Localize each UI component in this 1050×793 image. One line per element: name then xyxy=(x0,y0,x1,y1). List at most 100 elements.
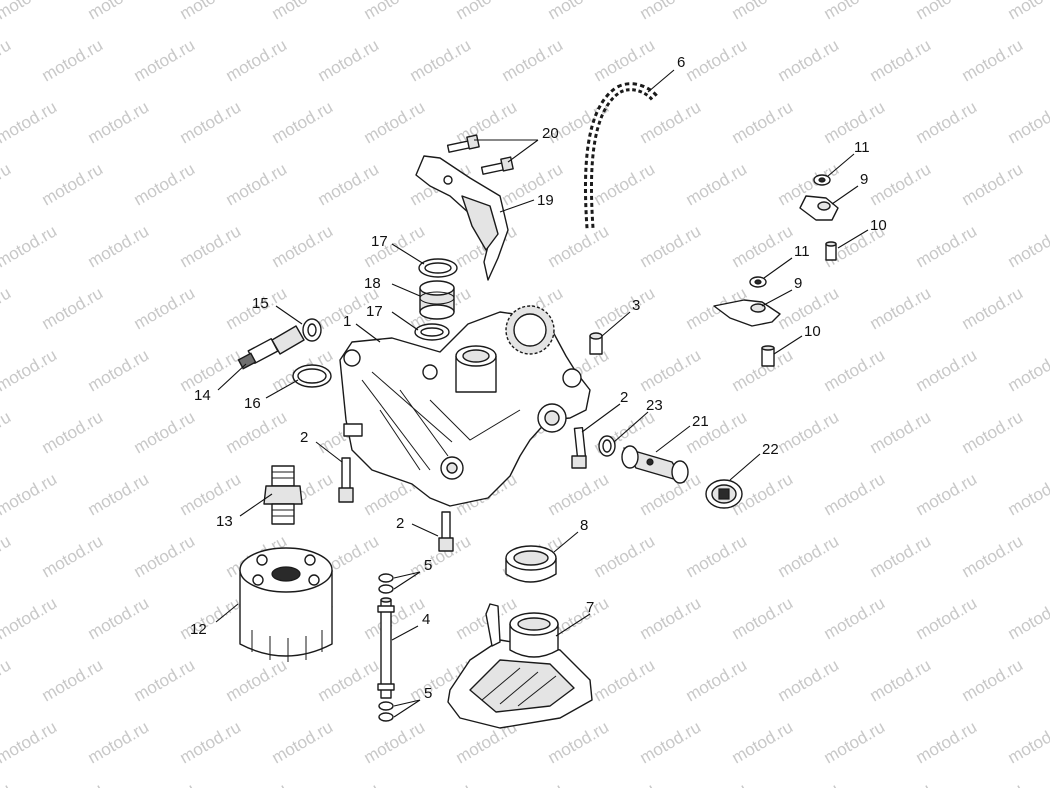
part-22-plug xyxy=(706,480,742,508)
watermark-text: motod.ru xyxy=(85,0,153,23)
watermark-text: motod.ru xyxy=(821,0,889,23)
watermark-text: motod.ru xyxy=(637,593,705,643)
watermark-text: motod.ru xyxy=(821,469,889,519)
watermark-text: motod.ru xyxy=(177,0,245,23)
callout-17-lower: 17 xyxy=(366,303,383,320)
watermark-text: motod.ru xyxy=(407,35,475,85)
watermark-text: motod.ru xyxy=(269,221,337,271)
watermark-text: motod.ru xyxy=(913,221,981,271)
watermark-text: motod.ru xyxy=(223,407,291,457)
watermark-text: motod.ru xyxy=(0,593,60,643)
watermark-text: motod.ru xyxy=(39,779,107,788)
watermark-text: motod.ru xyxy=(1005,469,1050,519)
watermark-text: motod.ru xyxy=(1005,97,1050,147)
callout-9-lower: 9 xyxy=(794,275,802,292)
watermark-text: motod.ru xyxy=(775,655,843,705)
watermark-text: motod.ru xyxy=(39,283,107,333)
watermark-text: motod.ru xyxy=(959,407,1027,457)
watermark-text: motod.ru xyxy=(131,35,199,85)
part-1-pump-housing xyxy=(340,306,590,506)
callout-15: 15 xyxy=(252,295,269,312)
watermark-text: motod.ru xyxy=(959,35,1027,85)
watermark-text: motod.ru xyxy=(39,35,107,85)
watermark-text: motod.ru xyxy=(637,717,705,767)
part-23-oring xyxy=(599,436,615,456)
watermark-text: motod.ru xyxy=(545,0,613,23)
part-10-screw-lower xyxy=(762,346,774,366)
watermark-text: motod.ru xyxy=(913,0,981,23)
watermark-text: motod.ru xyxy=(177,221,245,271)
watermark-text: motod.ru xyxy=(0,779,14,788)
part-2-bolt-left xyxy=(339,458,353,502)
part-17-oring-lower xyxy=(415,324,449,340)
callout-9-upper: 9 xyxy=(860,171,868,188)
watermark-text: motod.ru xyxy=(913,97,981,147)
watermark-text: motod.ru xyxy=(223,779,291,788)
watermark-text: motod.ru xyxy=(361,593,429,643)
part-9-bracket-upper xyxy=(800,196,838,220)
watermark-text: motod.ru xyxy=(913,345,981,395)
watermark-text: motod.ru xyxy=(729,0,797,23)
watermark-text: motod.ru xyxy=(223,159,291,209)
part-5-washers-upper xyxy=(379,574,393,593)
part-11-washer-upper xyxy=(814,175,830,185)
callout-23: 23 xyxy=(646,397,663,414)
watermark-text: motod.ru xyxy=(867,531,935,581)
callout-10-lower: 10 xyxy=(804,323,821,340)
watermark-text: motod.ru xyxy=(315,35,383,85)
callout-2-right: 2 xyxy=(620,389,628,406)
watermark-text: motod.ru xyxy=(959,531,1027,581)
watermark-text: motod.ru xyxy=(0,97,60,147)
callout-10-upper: 10 xyxy=(870,217,887,234)
watermark-text: motod.ru xyxy=(591,531,659,581)
callout-21: 21 xyxy=(692,413,709,430)
watermark-text: motod.ru xyxy=(821,345,889,395)
callout-6: 6 xyxy=(677,54,685,71)
watermark-text: motod.ru xyxy=(177,717,245,767)
callout-1: 1 xyxy=(343,313,351,330)
watermark-text: motod.ru xyxy=(683,159,751,209)
watermark-text: motod.ru xyxy=(269,97,337,147)
watermark-text: motod.ru xyxy=(1005,345,1050,395)
part-4-tube xyxy=(378,598,394,698)
watermark-text: motod.ru xyxy=(867,407,935,457)
watermark-text: motod.ru xyxy=(775,407,843,457)
part-18-sleeve xyxy=(420,281,454,319)
watermark-text: motod.ru xyxy=(361,717,429,767)
callout-17-upper: 17 xyxy=(371,233,388,250)
watermark-text: motod.ru xyxy=(0,469,60,519)
watermark-text: motod.ru xyxy=(85,97,153,147)
watermark-text: motod.ru xyxy=(131,407,199,457)
watermark-text: motod.ru xyxy=(177,469,245,519)
callout-2-center: 2 xyxy=(396,515,404,532)
watermark-text: motod.ru xyxy=(959,283,1027,333)
watermark-text: motod.ru xyxy=(959,655,1027,705)
part-17-oring-upper xyxy=(419,259,457,277)
watermark-text: motod.ru xyxy=(177,97,245,147)
watermark-text: motod.ru xyxy=(591,283,659,333)
watermark-text: motod.ru xyxy=(913,469,981,519)
watermark-text: motod.ru xyxy=(131,283,199,333)
part-16-oring xyxy=(293,365,331,387)
watermark-text: motod.ru xyxy=(591,655,659,705)
watermark-text: motod.ru xyxy=(85,717,153,767)
watermark-text: motod.ru xyxy=(637,0,705,23)
part-10-screw-upper xyxy=(826,242,836,260)
watermark-text: motod.ru xyxy=(591,35,659,85)
watermark-text: motod.ru xyxy=(683,779,751,788)
watermark-text: motod.ru xyxy=(1005,221,1050,271)
watermark-text: motod.ru xyxy=(131,779,199,788)
callout-12: 12 xyxy=(190,621,207,638)
callout-18: 18 xyxy=(364,275,381,292)
watermark-text: motod.ru xyxy=(1005,717,1050,767)
watermark-text: motod.ru xyxy=(637,221,705,271)
watermark-text: motod.ru xyxy=(85,593,153,643)
callout-3: 3 xyxy=(632,297,640,314)
watermark-text: motod.ru xyxy=(0,531,14,581)
watermark-text: motod.ru xyxy=(85,345,153,395)
callout-5-lower: 5 xyxy=(424,685,432,702)
watermark-text: motod.ru xyxy=(0,717,60,767)
watermark-text: motod.ru xyxy=(545,221,613,271)
watermark-text: motod.ru xyxy=(0,35,14,85)
